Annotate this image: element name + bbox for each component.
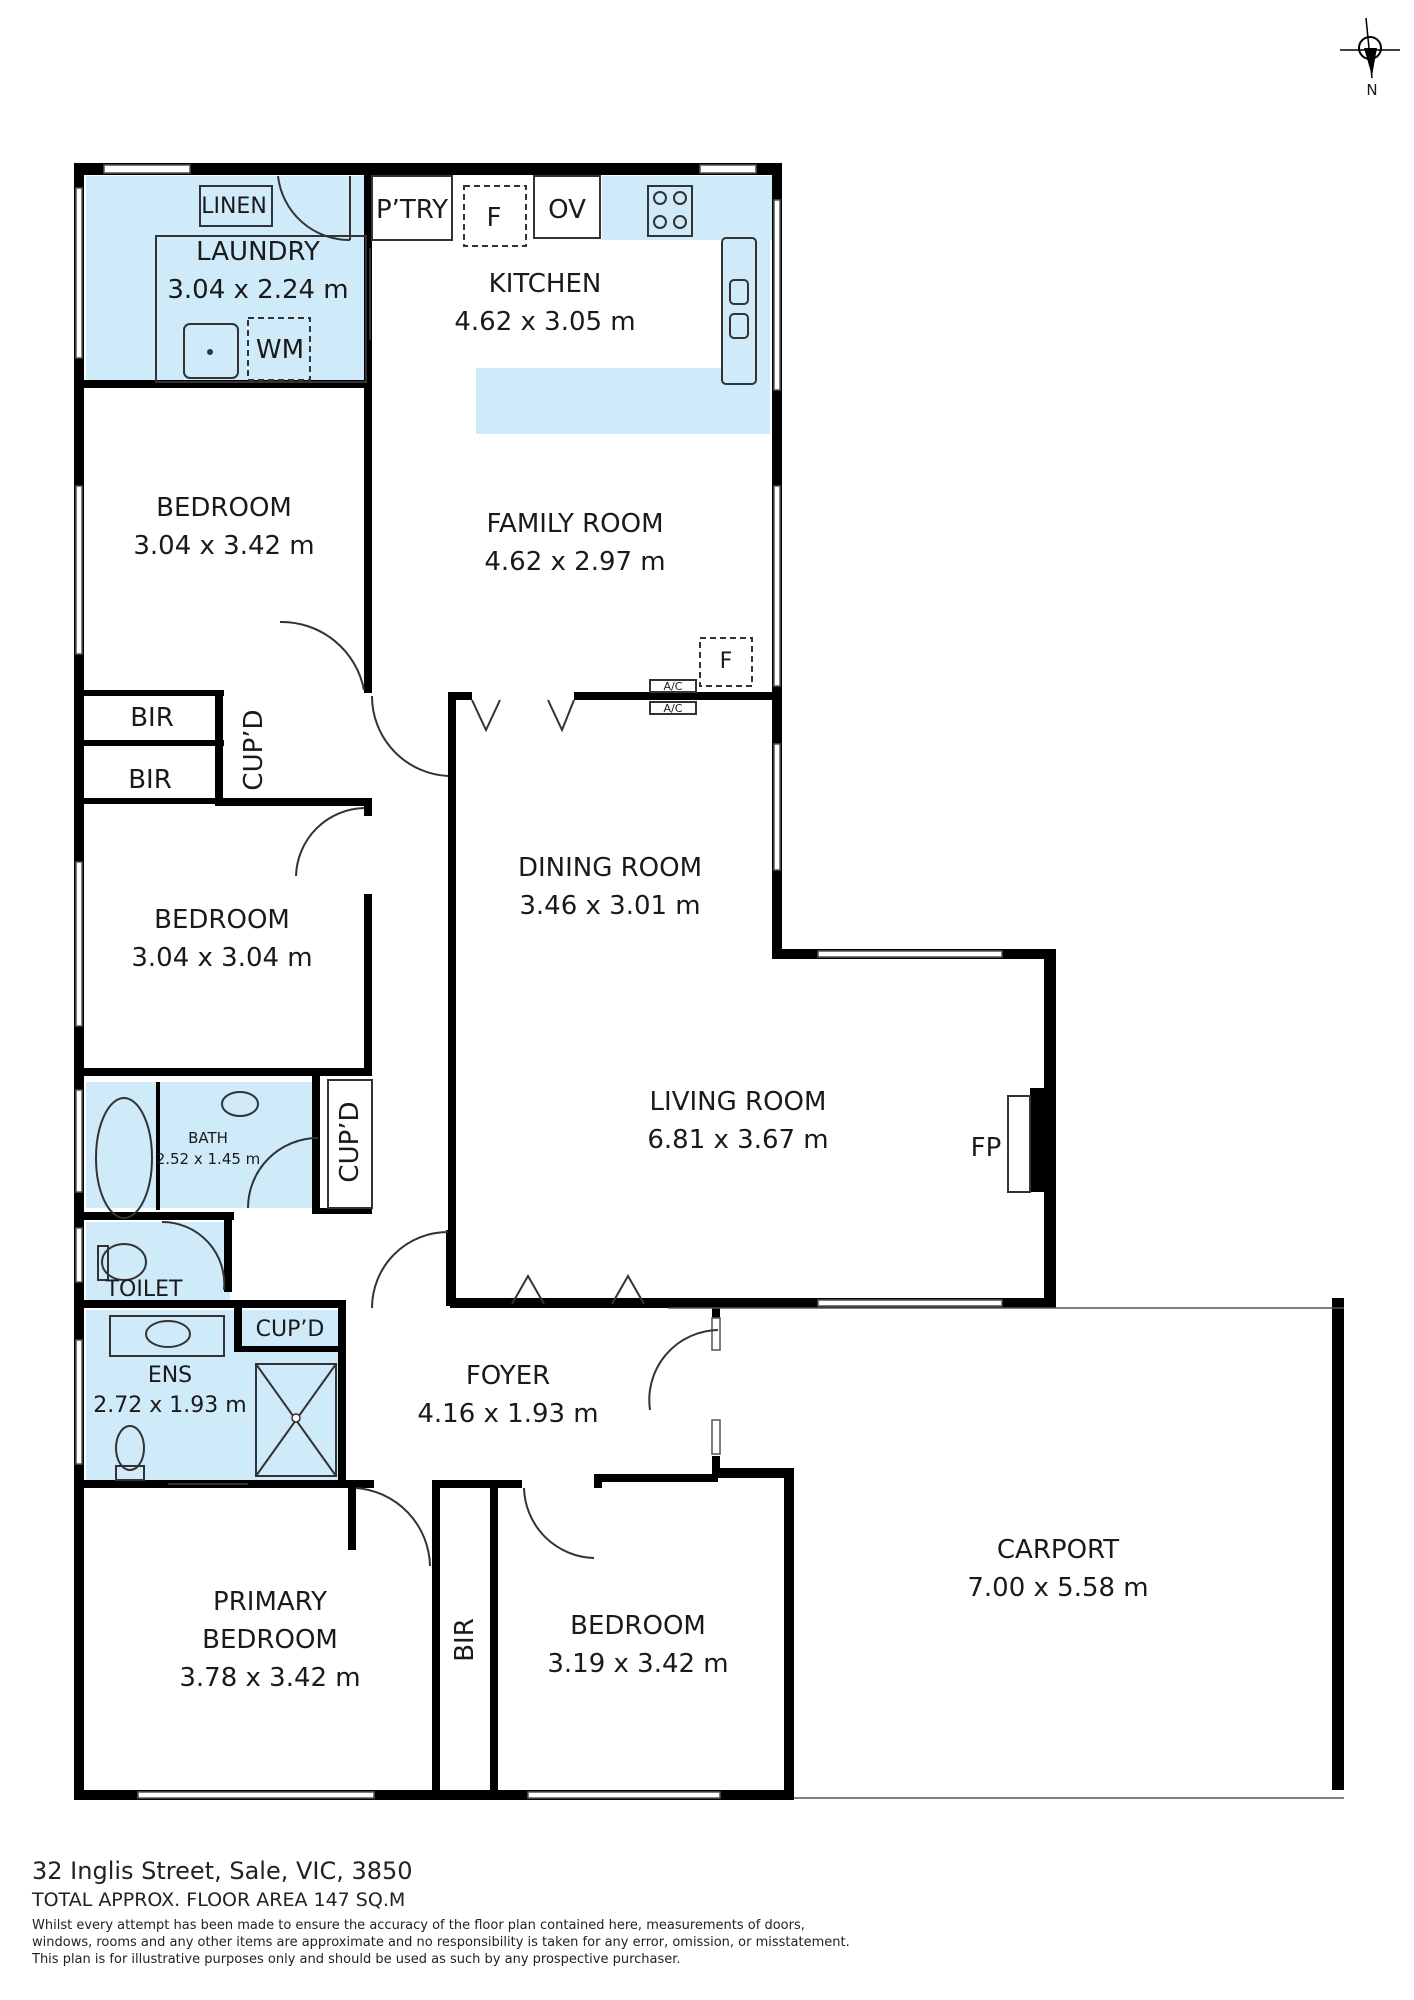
compass-icon [1340,17,1400,79]
primary-bedroom-name-2: BEDROOM [202,1625,338,1655]
fridge-label: F [487,203,502,233]
pantry-label: P’TRY [376,195,448,225]
dining-room-size: 3.46 x 3.01 m [519,891,700,921]
fixtures [95,175,1344,1799]
dining-room-name: DINING ROOM [518,853,702,883]
carport-name: CARPORT [997,1535,1119,1565]
room-labels: LINEN LAUNDRY 3.04 x 2.24 m WM P’TRY F O… [93,194,1148,1693]
foyer-size: 4.16 x 1.93 m [417,1399,598,1429]
primary-bedroom-size: 3.78 x 3.42 m [179,1663,360,1693]
floor-plan: N LINEN LAUNDRY 3.04 x 2.24 m WM P’TRY F… [74,17,1400,1800]
bir-2-label: BIR [128,765,172,795]
windows [75,164,1003,1799]
family-room-name: FAMILY ROOM [486,509,663,539]
compass-north-label: N [1366,81,1377,99]
cupboard-3-label: CUP’D [256,1317,325,1342]
fireplace-label: FP [971,1133,1002,1163]
ensuite-size: 2.72 x 1.93 m [93,1393,246,1418]
carport-size: 7.00 x 5.58 m [967,1573,1148,1603]
ac-2-label: A/C [664,702,683,715]
toilet-label: TOILET [105,1277,183,1302]
laundry-name: LAUNDRY [196,237,320,267]
cupboard-2-label: CUP’D [335,1101,365,1182]
wet-areas [86,176,772,1484]
bedroom-3-size: 3.19 x 3.42 m [547,1649,728,1679]
bedroom-1-size: 3.04 x 3.42 m [133,531,314,561]
disclaimer-line-1: Whilst every attempt has been made to en… [32,1918,805,1933]
living-room-name: LIVING ROOM [650,1087,827,1117]
floor-area: TOTAL APPROX. FLOOR AREA 147 SQ.M [32,1889,406,1911]
disclaimer-line-2: windows, rooms and any other items are a… [32,1935,850,1950]
living-room-size: 6.81 x 3.67 m [647,1125,828,1155]
ensuite-name: ENS [148,1363,192,1388]
disclaimer-line-3: This plan is for illustrative purposes o… [32,1952,681,1967]
property-address: 32 Inglis Street, Sale, VIC, 3850 [32,1857,413,1885]
foyer-name: FOYER [466,1361,550,1391]
bir-1-label: BIR [130,703,174,733]
family-room-size: 4.62 x 2.97 m [484,547,665,577]
bath-name: BATH [188,1129,228,1147]
kitchen-size: 4.62 x 3.05 m [454,307,635,337]
laundry-size: 3.04 x 2.24 m [167,275,348,305]
bir-3-label: BIR [450,1618,480,1662]
wm-label: WM [256,335,304,365]
fridge-2-label: F [720,649,733,674]
disclaimer: Whilst every attempt has been made to en… [32,1917,852,1968]
bath-size: 2.52 x 1.45 m [156,1150,261,1168]
oven-label: OV [548,195,586,225]
bedroom-2-name: BEDROOM [154,905,290,935]
linen-label: LINEN [201,194,267,219]
doors [161,175,719,1567]
kitchen-name: KITCHEN [489,269,602,299]
ac-1-label: A/C [664,680,683,693]
bedroom-1-name: BEDROOM [156,493,292,523]
primary-bedroom-name-1: PRIMARY [213,1587,327,1617]
bedroom-2-size: 3.04 x 3.04 m [131,943,312,973]
cupboard-1-label: CUP’D [239,709,269,790]
bedroom-3-name: BEDROOM [570,1611,706,1641]
